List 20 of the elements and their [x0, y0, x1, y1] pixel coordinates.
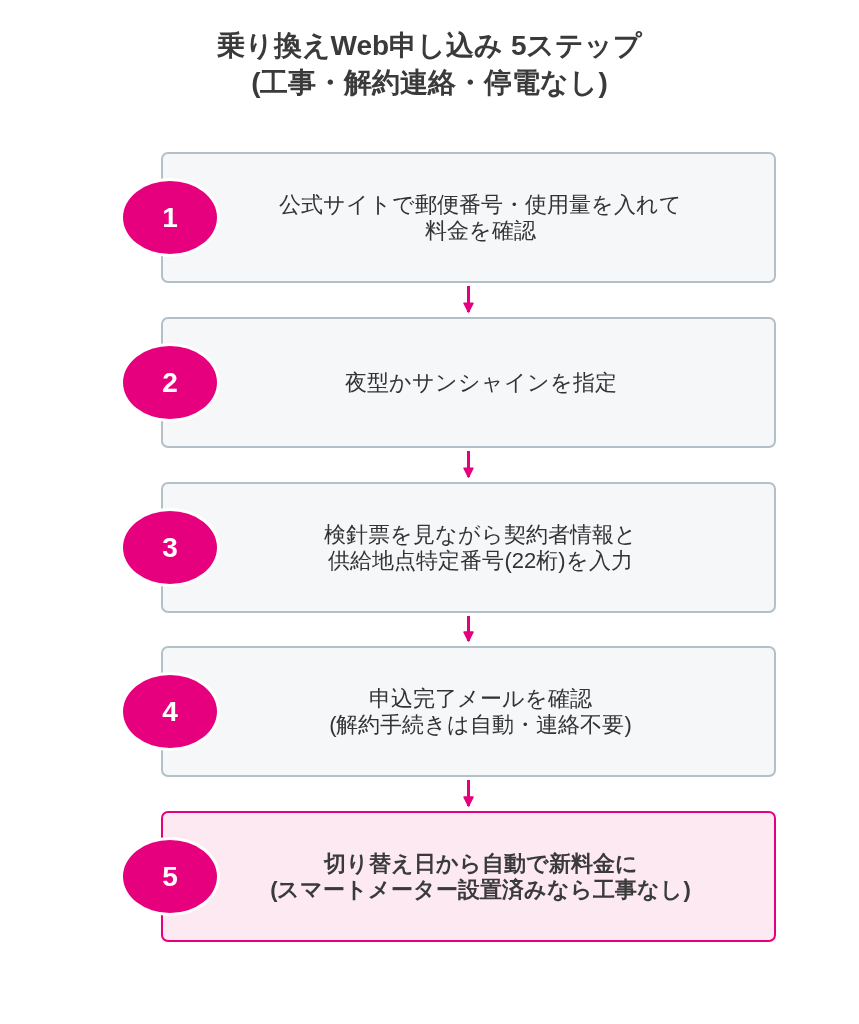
step-text: 申込完了メールを確認(解約手続きは自動・連絡不要) — [329, 685, 632, 738]
step-box — [161, 646, 776, 777]
step-text: 夜型かサンシャインを指定 — [344, 369, 617, 396]
step-number: 1 — [162, 201, 178, 234]
step-box — [161, 482, 776, 613]
step-number: 5 — [162, 860, 178, 893]
arrow — [463, 616, 474, 642]
arrow — [463, 780, 474, 807]
step-box — [161, 317, 776, 448]
step-text: 公式サイトで郵便番号・使用量を入れて料金を確認 — [279, 191, 682, 244]
arrow — [463, 286, 474, 313]
diagram-title: 乗り換えWeb申し込み 5ステップ(工事・解約連絡・停電なし) — [216, 29, 643, 100]
step-text: 検針票を見ながら契約者情報と供給地点特定番号(22桁)を入力 — [324, 521, 637, 574]
step-number: 2 — [162, 366, 178, 399]
arrow — [463, 451, 474, 478]
highlighted-step-box — [161, 811, 776, 942]
step-number: 4 — [162, 695, 178, 728]
step-number: 3 — [162, 531, 178, 564]
step-text: 切り替え日から自動で新料金に(スマートメーター設置済みなら工事なし) — [270, 850, 691, 903]
step-box — [161, 152, 776, 283]
